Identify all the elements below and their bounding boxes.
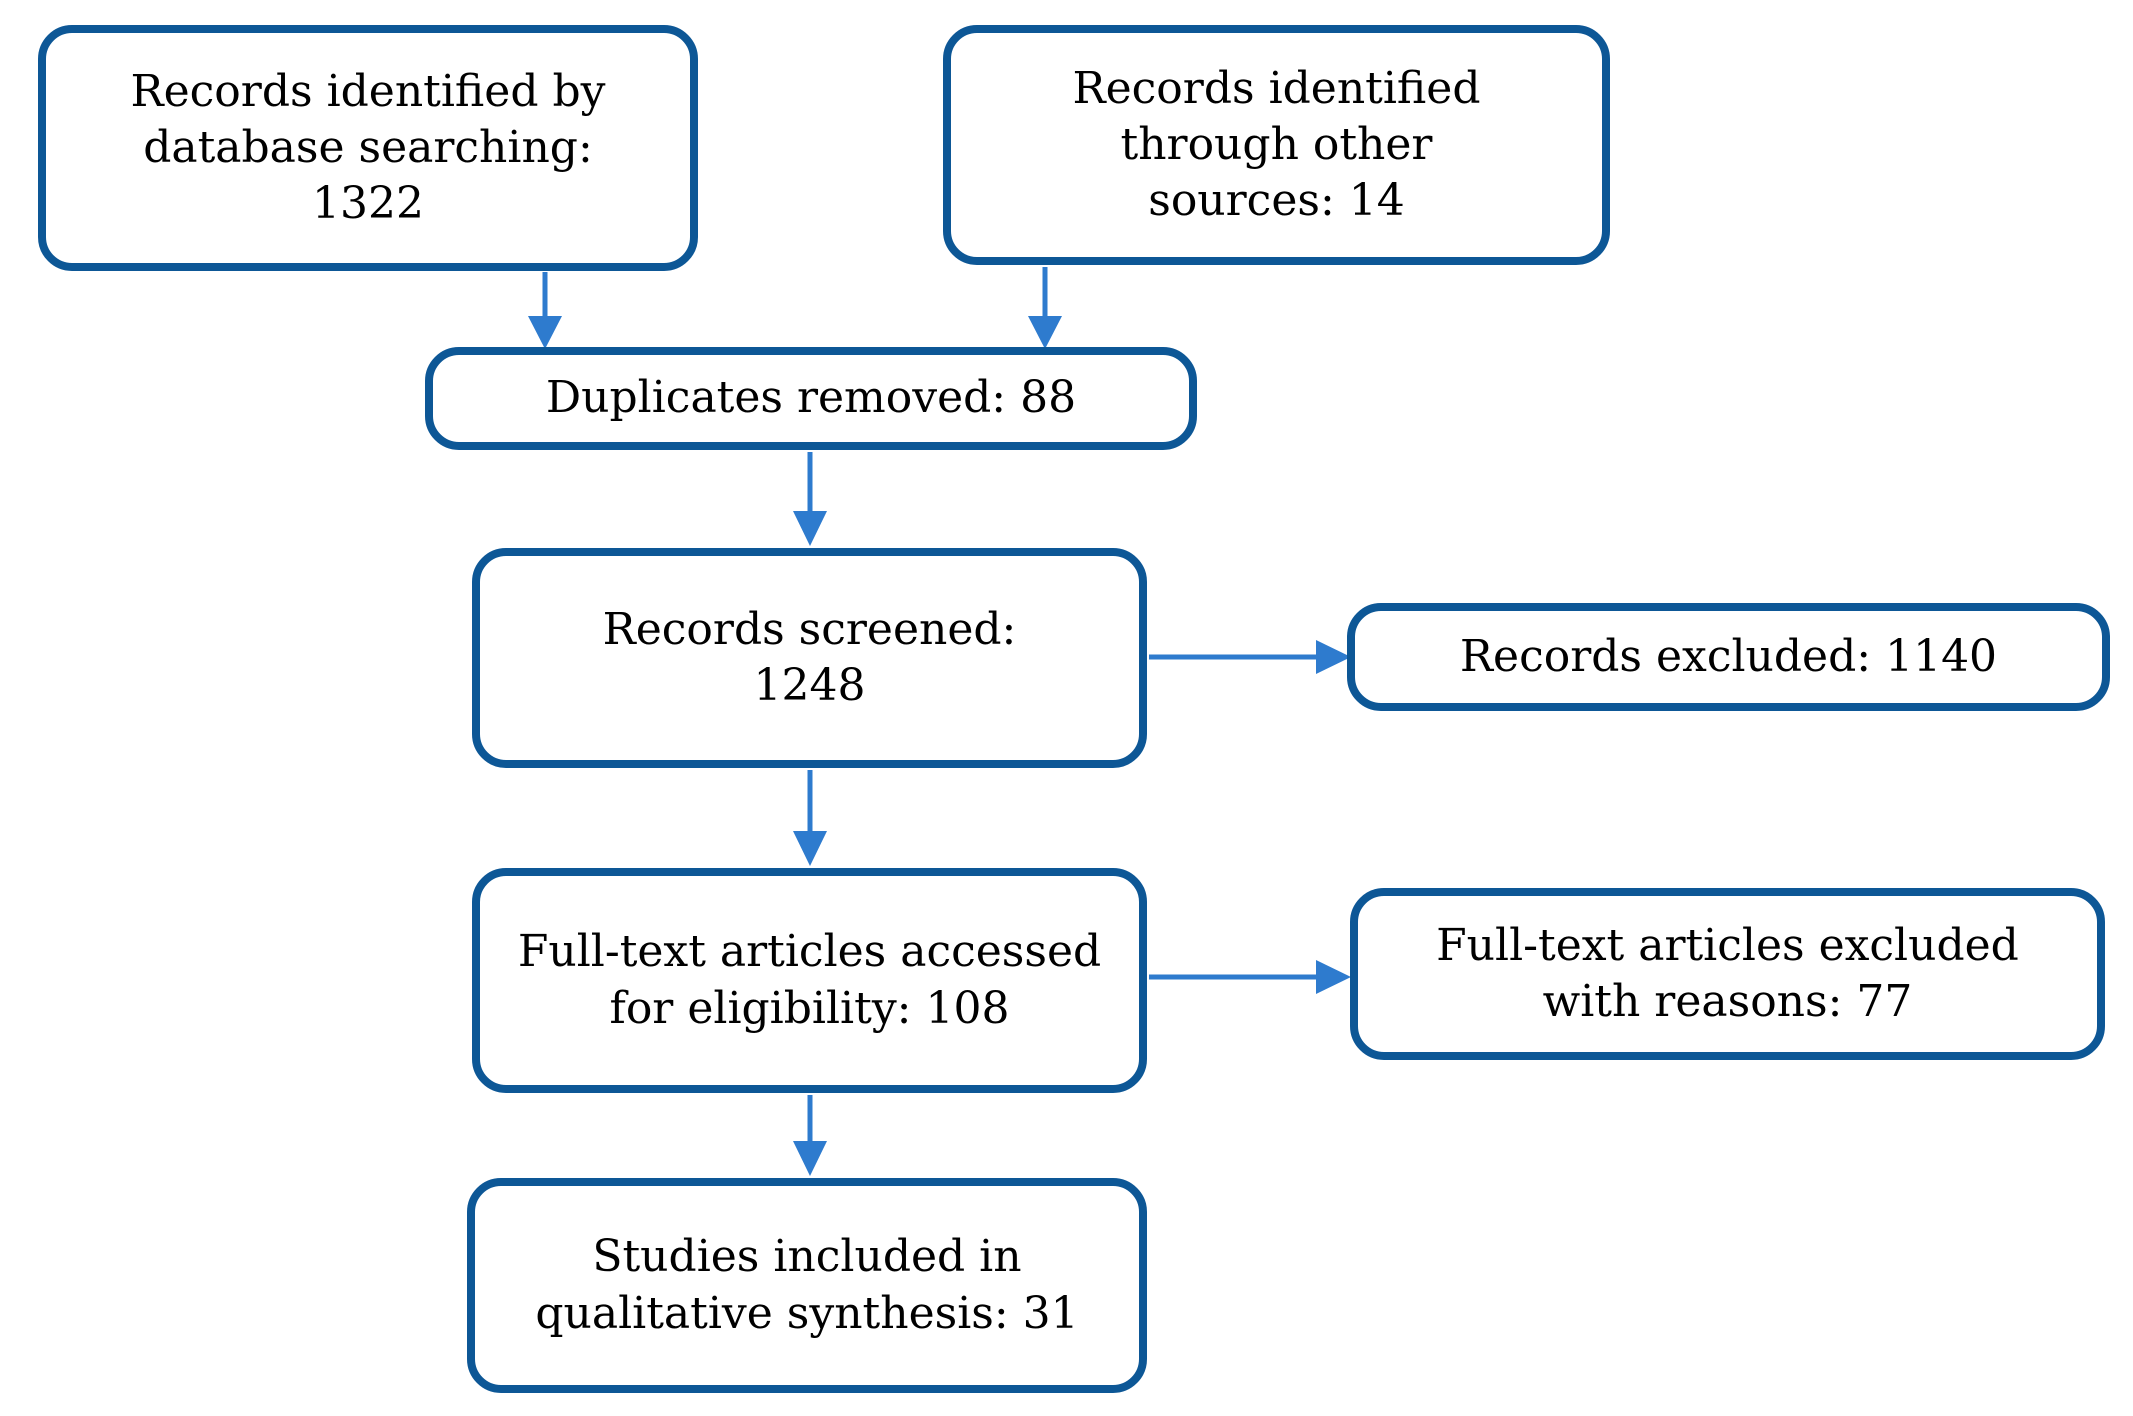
arrow-other-to-duplicates bbox=[1028, 267, 1062, 349]
arrow-fulltext-to-included bbox=[793, 1095, 827, 1176]
node-records-screened: Records screened: 1248 bbox=[472, 548, 1147, 768]
node-records-other-sources: Records identified through other sources… bbox=[943, 25, 1610, 265]
node-records-excluded: Records excluded: 1140 bbox=[1347, 603, 2110, 711]
node-fulltext-excluded: Full-text articles excluded with reasons… bbox=[1350, 888, 2105, 1060]
node-studies-included: Studies included in qualitative synthesi… bbox=[467, 1178, 1147, 1393]
arrow-fulltext-to-excluded bbox=[1149, 960, 1351, 994]
node-duplicates-removed: Duplicates removed: 88 bbox=[425, 347, 1197, 450]
arrow-duplicates-to-screened bbox=[793, 452, 827, 546]
node-fulltext-accessed: Full-text articles accessed for eligibil… bbox=[472, 868, 1147, 1093]
arrow-screened-to-fulltext bbox=[793, 770, 827, 866]
arrow-db-to-duplicates bbox=[528, 272, 562, 349]
arrow-screened-to-excluded bbox=[1149, 640, 1351, 674]
node-records-db: Records identified by database searching… bbox=[38, 25, 698, 271]
